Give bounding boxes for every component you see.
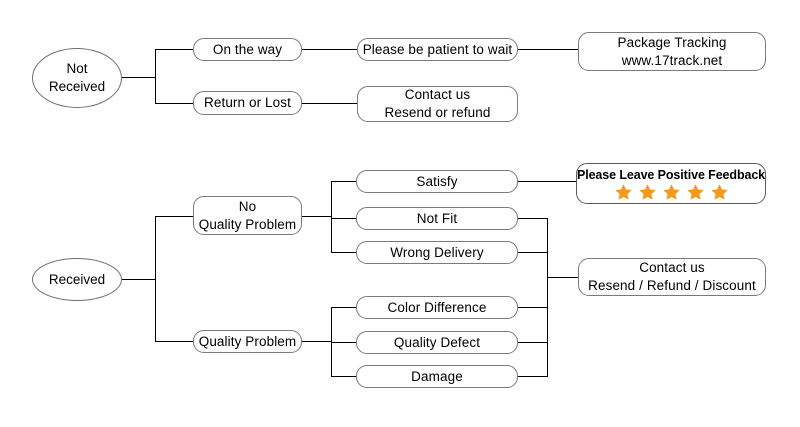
- connector-be-patient-to-tracking: [518, 49, 578, 50]
- node-contact-us-line2: Resend or refund: [384, 105, 491, 120]
- node-not-fit[interactable]: Not Fit: [356, 207, 518, 230]
- connector-on-the-way-to-be-patient: [302, 49, 357, 50]
- connector-to-no-quality-problem: [155, 216, 193, 217]
- node-package-tracking-line1: Package Tracking: [617, 34, 727, 50]
- node-received[interactable]: Received: [32, 258, 122, 301]
- node-on-the-way[interactable]: On the way: [193, 38, 302, 61]
- node-no-quality-problem-line2: Quality Problem: [198, 216, 297, 232]
- node-not-received-line2: Received: [48, 79, 106, 94]
- connector-not-fit-merge: [518, 218, 547, 219]
- connector-qp-to-color-difference: [331, 307, 356, 308]
- connector-merge-to-contact: [547, 277, 578, 278]
- node-quality-problem-label: Quality Problem: [198, 333, 297, 349]
- node-be-patient[interactable]: Please be patient to wait: [357, 38, 518, 61]
- node-not-received-line1: Not: [66, 61, 88, 77]
- node-contact-us-line1: Contact us: [404, 87, 471, 103]
- star-filled-icon[interactable]: [638, 183, 657, 201]
- node-return-or-lost-label: Return or Lost: [204, 95, 291, 111]
- node-satisfy[interactable]: Satisfy: [356, 170, 518, 193]
- connector-damage-merge: [518, 376, 547, 377]
- connector-to-return-or-lost: [155, 103, 193, 104]
- node-color-difference[interactable]: Color Difference: [356, 296, 518, 319]
- node-package-tracking-line2: www.17track.net: [621, 52, 723, 68]
- star-filled-icon[interactable]: [686, 183, 705, 201]
- connector-quality-defect-merge: [518, 342, 547, 343]
- connector-satisfy-to-feedback: [518, 181, 576, 182]
- connector-merge-bus: [547, 218, 548, 377]
- connector-wrong-delivery-merge: [518, 252, 547, 253]
- connector-qp-fan: [331, 307, 332, 376]
- connector-not-received-split: [155, 49, 156, 103]
- node-damage-label: Damage: [411, 368, 463, 384]
- connector-return-to-contact: [302, 103, 357, 104]
- node-return-or-lost[interactable]: Return or Lost: [193, 91, 302, 115]
- connector-nqp-to-satisfy: [331, 181, 356, 182]
- connector-not-received-trunk: [122, 77, 155, 78]
- node-color-difference-label: Color Difference: [387, 299, 487, 315]
- node-be-patient-label: Please be patient to wait: [362, 41, 513, 57]
- connector-to-on-the-way: [155, 49, 193, 50]
- node-quality-problem[interactable]: Quality Problem: [193, 330, 302, 353]
- connector-received-trunk: [122, 279, 155, 280]
- node-on-the-way-label: On the way: [212, 41, 283, 57]
- connector-qp-to-quality-defect: [331, 342, 356, 343]
- connector-received-split: [155, 216, 156, 342]
- node-wrong-delivery-label: Wrong Delivery: [390, 244, 484, 260]
- node-package-tracking[interactable]: Package Tracking www.17track.net: [578, 32, 766, 71]
- connector-qp-stem: [302, 341, 331, 342]
- node-no-quality-problem-line1: No: [238, 198, 257, 214]
- rating-stars[interactable]: [614, 183, 729, 201]
- node-satisfy-label: Satisfy: [416, 173, 458, 189]
- feedback-text: Please Leave Positive Feedback: [576, 168, 766, 182]
- connector-color-difference-merge: [518, 307, 547, 308]
- connector-nqp-fan: [331, 181, 332, 253]
- node-leave-positive-feedback[interactable]: Please Leave Positive Feedback: [576, 163, 766, 204]
- node-quality-defect-label: Quality Defect: [393, 334, 481, 350]
- node-no-quality-problem[interactable]: No Quality Problem: [193, 196, 302, 235]
- star-filled-icon[interactable]: [710, 183, 729, 201]
- connector-nqp-stem: [302, 216, 331, 217]
- node-damage[interactable]: Damage: [356, 365, 518, 388]
- node-contact-us-resend-refund-discount[interactable]: Contact us Resend / Refund / Discount: [578, 258, 766, 296]
- node-not-fit-label: Not Fit: [416, 210, 458, 226]
- node-contact-us-resend-refund[interactable]: Contact us Resend or refund: [357, 86, 518, 122]
- connector-to-quality-problem: [155, 341, 193, 342]
- connector-nqp-to-not-fit: [331, 218, 356, 219]
- node-not-received[interactable]: Not Received: [32, 48, 122, 108]
- star-filled-icon[interactable]: [662, 183, 681, 201]
- connector-nqp-to-wrong-delivery: [331, 252, 356, 253]
- connector-qp-to-damage: [331, 376, 356, 377]
- star-filled-icon[interactable]: [614, 183, 633, 201]
- node-wrong-delivery[interactable]: Wrong Delivery: [356, 241, 518, 264]
- node-received-label: Received: [48, 271, 106, 287]
- node-contact-final-line2: Resend / Refund / Discount: [588, 278, 756, 293]
- node-quality-defect[interactable]: Quality Defect: [356, 331, 518, 354]
- node-contact-final-line1: Contact us: [639, 260, 705, 276]
